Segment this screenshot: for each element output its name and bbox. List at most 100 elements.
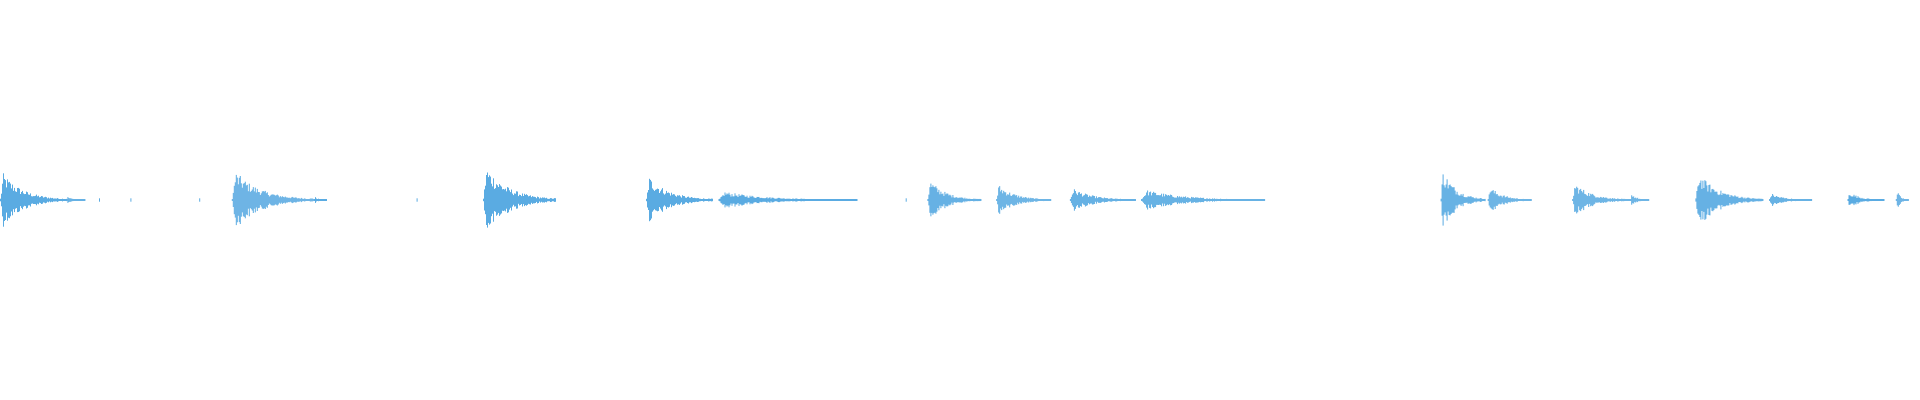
waveform-bar xyxy=(11,188,12,212)
waveform-bar xyxy=(1883,199,1885,201)
waveform-bar xyxy=(13,190,14,210)
waveform-bar xyxy=(1186,197,1188,202)
waveform-bar xyxy=(976,199,978,201)
waveform-bar xyxy=(710,198,711,202)
waveform-bar xyxy=(1205,199,1207,201)
waveform-bar xyxy=(841,199,843,201)
waveform-bar xyxy=(705,199,706,201)
waveform-bar xyxy=(310,198,312,202)
waveform-bar xyxy=(787,198,789,202)
waveform-bar xyxy=(1780,197,1782,203)
waveform-bar xyxy=(1502,195,1504,205)
waveform-bar xyxy=(1628,199,1630,201)
waveform-bar xyxy=(1782,197,1784,203)
waveform-bar xyxy=(493,178,494,222)
waveform-bar xyxy=(1167,195,1169,205)
waveform-bar xyxy=(1630,199,1632,201)
waveform-bar xyxy=(72,198,74,202)
waveform-bar xyxy=(1896,194,1898,206)
waveform-bar xyxy=(707,199,708,201)
waveform-bar xyxy=(1036,198,1038,202)
waveform-bar xyxy=(308,199,310,201)
waveform-bar xyxy=(1612,198,1614,202)
waveform-bar xyxy=(1860,198,1862,202)
waveform-bar xyxy=(812,199,814,201)
waveform-bar xyxy=(249,191,251,209)
waveform-bar xyxy=(1155,192,1157,208)
waveform-bar xyxy=(1107,198,1109,202)
waveform-bar xyxy=(300,197,302,203)
waveform-bar xyxy=(1237,199,1239,201)
waveform-bar xyxy=(1475,197,1477,203)
waveform-bar xyxy=(1251,199,1253,201)
waveform-bar xyxy=(731,194,733,206)
waveform-bar xyxy=(551,198,552,202)
waveform-bar xyxy=(1702,180,1704,220)
waveform-bar xyxy=(1610,198,1612,202)
waveform-bar xyxy=(1882,199,1884,201)
waveform-bar xyxy=(836,199,838,201)
waveform-bar xyxy=(54,198,55,202)
waveform-bar xyxy=(778,197,780,203)
waveform-bar xyxy=(1110,198,1112,202)
waveform-bar xyxy=(663,193,664,207)
waveform-bar xyxy=(1898,194,1900,205)
waveform-bar xyxy=(674,194,675,206)
waveform-bar xyxy=(802,199,804,201)
waveform-bar xyxy=(1124,199,1126,201)
waveform-bar xyxy=(1759,198,1761,202)
waveform-bar xyxy=(1002,193,1004,207)
waveform-bar xyxy=(783,198,785,202)
waveform-bar xyxy=(253,191,255,209)
waveform-bar xyxy=(7,179,8,221)
waveform-bar xyxy=(1196,197,1198,203)
waveform-bar xyxy=(1168,195,1170,206)
waveform-bar xyxy=(756,196,758,204)
waveform-bar xyxy=(1697,186,1699,214)
waveform-bar xyxy=(1049,199,1051,201)
waveform-bar xyxy=(1631,195,1633,205)
waveform-bar xyxy=(1103,197,1105,203)
waveform-bar xyxy=(515,193,516,207)
waveform-bar xyxy=(507,187,508,213)
waveform-bar xyxy=(1619,199,1621,201)
waveform-bar xyxy=(1098,197,1100,203)
waveform-bar xyxy=(1854,196,1856,204)
waveform-bar xyxy=(251,189,253,211)
waveform-bar xyxy=(2,183,3,217)
waveform-bar xyxy=(656,189,657,211)
waveform-bar xyxy=(784,199,786,201)
waveform-bar xyxy=(1858,197,1860,203)
waveform-bar xyxy=(1046,199,1048,201)
waveform-bar xyxy=(20,194,21,207)
waveform-bar xyxy=(1012,194,1014,206)
waveform-bar xyxy=(817,199,819,201)
waveform-bar xyxy=(521,196,522,204)
waveform-bar xyxy=(1004,192,1006,208)
waveform-bar xyxy=(953,197,955,203)
waveform-bar xyxy=(728,192,730,208)
waveform-bar xyxy=(1509,197,1511,203)
waveform-bar xyxy=(1789,199,1791,201)
waveform-bar xyxy=(967,199,969,201)
waveform-bar xyxy=(1878,199,1880,201)
waveform-bar xyxy=(315,197,316,203)
waveform-bar xyxy=(741,194,743,206)
waveform-bar xyxy=(1,193,2,207)
waveform-bar xyxy=(1745,198,1747,202)
waveform-bar xyxy=(655,189,656,211)
waveform-bar xyxy=(686,197,687,203)
waveform-bar xyxy=(1023,197,1025,203)
waveform-bar xyxy=(1643,199,1645,201)
waveform-bar xyxy=(1089,196,1091,204)
waveform-bar xyxy=(508,187,509,213)
waveform-bar xyxy=(842,199,844,201)
waveform-bar xyxy=(535,197,536,203)
waveform-bar xyxy=(801,198,803,202)
waveform-bar xyxy=(231,199,233,201)
waveform-bar xyxy=(1588,193,1590,207)
waveform-bar xyxy=(1149,192,1151,208)
waveform-bar xyxy=(1448,185,1450,215)
waveform-bar xyxy=(69,198,71,202)
